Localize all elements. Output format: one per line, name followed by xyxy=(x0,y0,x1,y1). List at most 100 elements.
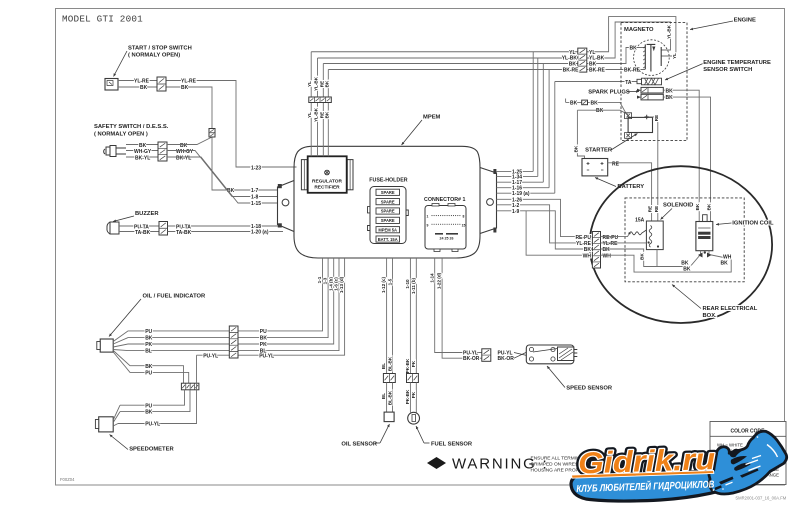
svg-text:HOUSING ARE PROPERLY FASTENED.: HOUSING ARE PROPERLY FASTENED. xyxy=(531,468,619,474)
svg-text:BK: BK xyxy=(596,108,604,114)
svg-text:BK-OR: BK-OR xyxy=(463,356,480,362)
svg-text:YL-BK: YL-BK xyxy=(314,76,319,91)
svg-text:1-8: 1-8 xyxy=(251,195,258,201)
svg-text:1-34: 1-34 xyxy=(512,174,522,180)
svg-text:BK: BK xyxy=(683,267,691,273)
svg-text:1-13 (d): 1-13 (d) xyxy=(339,276,344,293)
svg-text:( NORMALY OPEN): ( NORMALY OPEN) xyxy=(128,53,180,59)
svg-text:BK-YL: BK-YL xyxy=(135,156,150,162)
svg-text:YL-RE: YL-RE xyxy=(134,79,150,85)
svg-text:STARTER: STARTER xyxy=(585,148,613,154)
svg-text:TA-BK: TA-BK xyxy=(176,230,192,236)
svg-text:BK: BK xyxy=(181,85,189,91)
svg-text:OIL / FUEL INDICATOR: OIL / FUEL INDICATOR xyxy=(143,294,207,300)
svg-text:1-5: 1-5 xyxy=(387,278,392,285)
svg-text:BK-YL: BK-YL xyxy=(176,156,191,162)
svg-text:BK-RE: BK-RE xyxy=(624,67,640,73)
svg-text:BK: BK xyxy=(591,101,599,107)
svg-text:MODEL GTI 2001: MODEL GTI 2001 xyxy=(62,14,143,25)
svg-text:PU-YL: PU-YL xyxy=(203,353,218,359)
svg-text:ENGINE: ENGINE xyxy=(734,18,756,24)
svg-text:YL-RE: YL-RE xyxy=(603,241,619,247)
svg-text:BK-OR: BK-OR xyxy=(498,356,515,362)
svg-text:BK: BK xyxy=(569,62,577,68)
svg-text:SPARE: SPARE xyxy=(381,218,395,223)
svg-text:PU-YL: PU-YL xyxy=(259,353,274,359)
svg-text:1-15: 1-15 xyxy=(251,201,261,207)
svg-text:OIL SENSOR: OIL SENSOR xyxy=(341,441,377,447)
svg-text:YL-RE: YL-RE xyxy=(181,79,197,85)
svg-text:PK: PK xyxy=(145,342,152,348)
svg-text:WARNING :: WARNING : xyxy=(452,456,548,473)
svg-text:SPARE: SPARE xyxy=(381,209,395,214)
svg-text:SENSOR SWITCH: SENSOR SWITCH xyxy=(703,67,752,73)
svg-text:BK: BK xyxy=(695,203,700,210)
svg-text:1-4 (b): 1-4 (b) xyxy=(328,277,333,291)
svg-text:1-19 (a): 1-19 (a) xyxy=(512,191,530,197)
svg-text:PK-BK: PK-BK xyxy=(405,389,410,404)
svg-text:ENSURE ALL TERMINALS ARE PROPE: ENSURE ALL TERMINALS ARE PROPERLY xyxy=(531,456,628,462)
svg-text:BK: BK xyxy=(180,143,188,149)
svg-text:BK-RE: BK-RE xyxy=(589,67,605,73)
svg-text:1-23: 1-23 xyxy=(251,166,261,172)
svg-text:SPARE: SPARE xyxy=(381,199,395,204)
svg-text:BL-BK: BL-BK xyxy=(387,356,392,371)
svg-text:9: 9 xyxy=(427,223,429,227)
svg-text:ENGINE TEMPERATURE: ENGINE TEMPERATURE xyxy=(703,60,771,66)
svg-text:BL: BL xyxy=(145,349,152,355)
svg-text:SOLENOID: SOLENOID xyxy=(663,203,693,209)
svg-text:RE-PU: RE-PU xyxy=(603,235,619,241)
svg-text:1-26: 1-26 xyxy=(512,197,522,203)
svg-text:BUZZER: BUZZER xyxy=(135,211,159,217)
svg-text:8: 8 xyxy=(463,215,465,219)
svg-text:BK: BK xyxy=(145,364,153,370)
svg-text:YL: YL xyxy=(307,81,312,87)
svg-text:BOX.: BOX. xyxy=(703,313,718,319)
svg-text:YL-BK: YL-BK xyxy=(589,56,605,62)
svg-text:TA: TA xyxy=(625,80,632,86)
svg-text:BL: BL xyxy=(260,349,267,355)
svg-text:WH: WH xyxy=(723,254,732,260)
svg-text:BL: BL xyxy=(381,363,386,369)
svg-text:BK: BK xyxy=(584,247,592,253)
svg-text:1-18: 1-18 xyxy=(251,224,261,230)
svg-text:YL: YL xyxy=(672,53,677,59)
svg-text:RE: RE xyxy=(648,206,653,212)
svg-text:REAR ELECTRICAL: REAR ELECTRICAL xyxy=(703,306,758,312)
svg-text:1-22 (d): 1-22 (d) xyxy=(437,272,442,289)
svg-text:REGULATOR: REGULATOR xyxy=(312,179,342,185)
svg-text:1-9: 1-9 xyxy=(512,209,519,215)
svg-text:BK: BK xyxy=(573,145,578,152)
svg-text:BK: BK xyxy=(140,85,148,91)
svg-text:15A: 15A xyxy=(635,218,645,224)
svg-text:FUSE-HOLDER: FUSE-HOLDER xyxy=(369,178,407,184)
svg-text:BK: BK xyxy=(666,95,674,101)
svg-text:RE: RE xyxy=(612,161,620,167)
svg-text:BK: BK xyxy=(721,260,729,266)
svg-text:FUEL SENSOR: FUEL SENSOR xyxy=(431,441,473,447)
svg-text:SPEEDOMETER: SPEEDOMETER xyxy=(129,447,174,453)
svg-text:BK: BK xyxy=(589,62,597,68)
svg-text:BATTERY: BATTERY xyxy=(617,184,644,190)
svg-text:BK: BK xyxy=(603,247,611,253)
svg-text:BK: BK xyxy=(145,410,153,416)
svg-text:COLOR CODE: COLOR CODE xyxy=(731,428,766,434)
svg-text:START / STOP SWITCH: START / STOP SWITCH xyxy=(128,46,192,52)
svg-text:SAFETY SWITCH / D.E.S.S.: SAFETY SWITCH / D.E.S.S. xyxy=(94,124,169,130)
svg-text:WH-GY: WH-GY xyxy=(176,149,194,155)
svg-text:BK: BK xyxy=(324,111,329,118)
svg-text:WH = WHITE: WH = WHITE xyxy=(717,442,743,447)
svg-text:BK: BK xyxy=(630,45,638,51)
svg-text:1-2: 1-2 xyxy=(512,203,519,209)
svg-text:MPEM: MPEM xyxy=(423,115,441,121)
svg-text:YL-BK: YL-BK xyxy=(562,56,578,62)
svg-text:SPEED SENSOR: SPEED SENSOR xyxy=(566,385,613,391)
svg-text:1-25: 1-25 xyxy=(512,169,522,175)
svg-text:1-1: 1-1 xyxy=(317,276,322,283)
svg-text:BK: BK xyxy=(260,336,268,342)
svg-text:PU: PU xyxy=(260,329,267,335)
svg-text:YL-RE: YL-RE xyxy=(576,241,592,247)
svg-text:PK: PK xyxy=(411,360,416,367)
svg-text:BK: BK xyxy=(227,188,235,194)
svg-text:BK: BK xyxy=(145,336,153,342)
